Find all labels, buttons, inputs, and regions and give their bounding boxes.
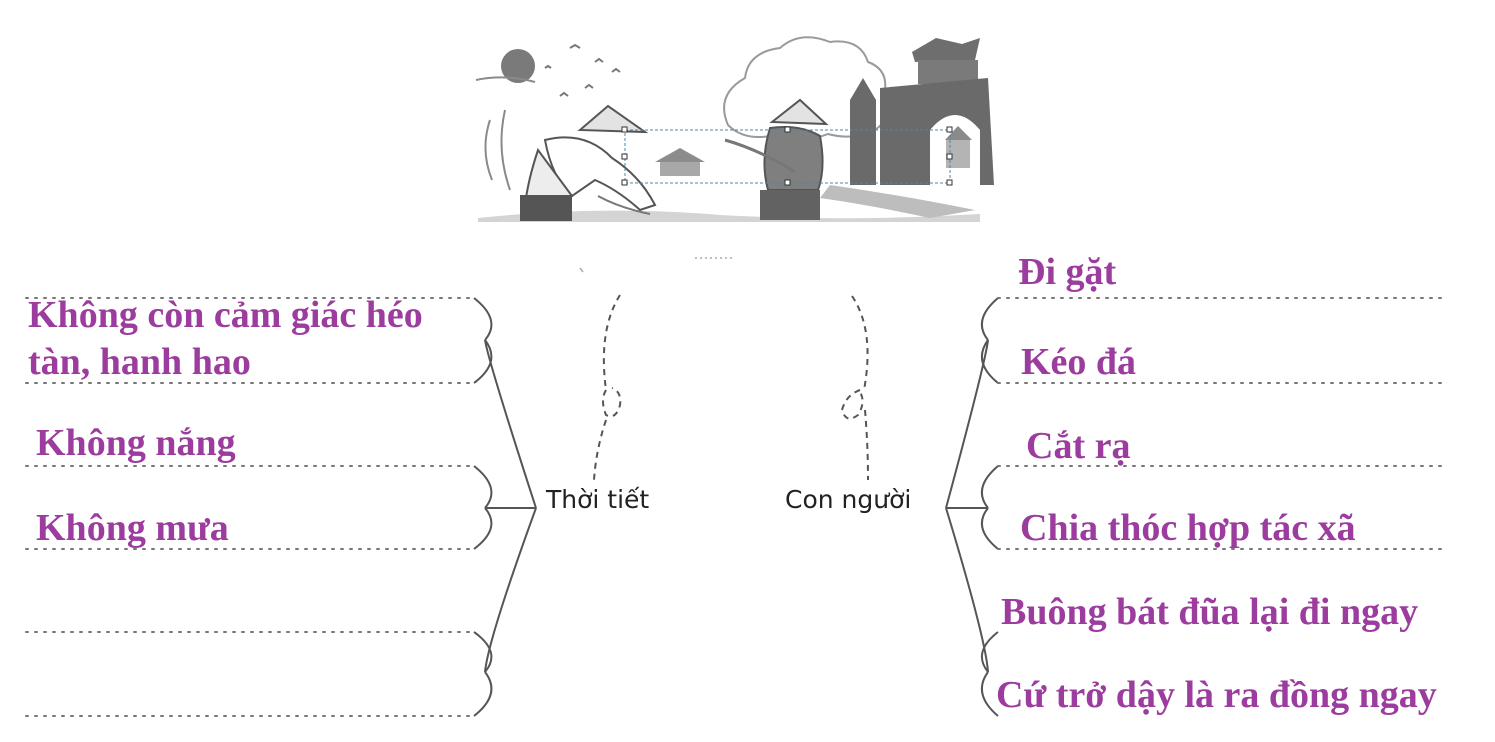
- people-answer: Kéo đá: [1021, 341, 1137, 383]
- weather-dotted-lines: [25, 297, 475, 717]
- people-branches: [945, 297, 999, 717]
- weather-branches: [473, 297, 537, 717]
- people-answer: Cứ trở dậy là ra đồng ngay: [996, 674, 1437, 716]
- farmer-icon: [520, 104, 657, 221]
- weather-connector: [593, 294, 622, 481]
- weather-label: Thời tiết: [546, 485, 650, 514]
- sun-icon: [501, 49, 535, 83]
- house-icon: [655, 148, 705, 176]
- farmer-icon: [724, 98, 829, 220]
- harvest-illustration: [475, 36, 994, 222]
- people-dotted-lines: [997, 297, 1446, 550]
- village-gate-icon: [850, 38, 994, 185]
- weather-answer: Không mưa: [36, 507, 229, 549]
- birds-icon: [544, 43, 621, 97]
- people-answer: Buông bát đũa lại đi ngay: [1001, 591, 1419, 633]
- weather-answer: Không nắng: [36, 422, 236, 464]
- weather-answer: Không còn cảm giác héo: [28, 294, 423, 336]
- people-answer: Cắt rạ: [1026, 425, 1131, 467]
- people-answer: Chia thóc hợp tác xã: [1020, 507, 1356, 549]
- people-connector: [840, 295, 869, 481]
- people-label: Con người: [785, 485, 912, 514]
- people-answer: Đi gặt: [1018, 251, 1117, 293]
- weather-answer: tàn, hanh hao: [28, 341, 251, 383]
